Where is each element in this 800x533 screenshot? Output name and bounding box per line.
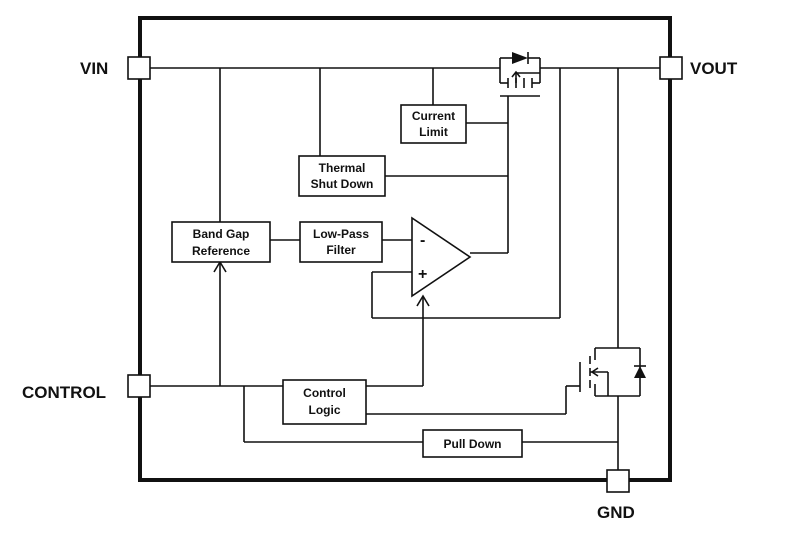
opamp-minus-label: - [420,232,425,249]
current-limit-label-2: Limit [419,125,448,139]
low-pass-filter-block: Low-Pass Filter [299,221,383,263]
opamp-plus-label: + [418,266,427,283]
wires [150,67,660,470]
pull-down-block: Pull Down [422,429,523,458]
thermal-shutdown-label-1: Thermal [319,161,366,175]
thermal-shutdown-block: Thermal Shut Down [298,155,386,197]
pin-vout [659,56,683,80]
pin-gnd-label: GND [597,503,635,522]
control-logic-label-1: Control [303,386,346,400]
pmos-pass-transistor [499,52,541,97]
thermal-shutdown-label-2: Shut Down [311,177,374,191]
pin-vout-label: VOUT [690,59,738,78]
pin-vin [127,56,151,80]
current-limit-label-1: Current [412,109,455,123]
error-amplifier [411,216,472,298]
pin-control [127,374,151,398]
chip-outline [138,16,672,482]
band-gap-reference-block: Band Gap Reference [171,221,271,263]
band-gap-label-2: Reference [192,244,250,258]
pull-down-label: Pull Down [444,437,502,451]
control-logic-block: Control Logic [282,379,367,425]
band-gap-label-1: Band Gap [193,227,250,241]
low-pass-label-1: Low-Pass [313,227,369,241]
pin-vin-label: VIN [80,59,108,78]
current-limit-block: Current Limit [400,104,467,144]
control-logic-label-2: Logic [309,403,341,417]
nmos-output-transistor [579,347,646,397]
low-pass-label-2: Filter [326,243,356,257]
pin-control-label: CONTROL [22,383,106,402]
pin-gnd [606,469,630,493]
arrowheads [213,260,430,307]
